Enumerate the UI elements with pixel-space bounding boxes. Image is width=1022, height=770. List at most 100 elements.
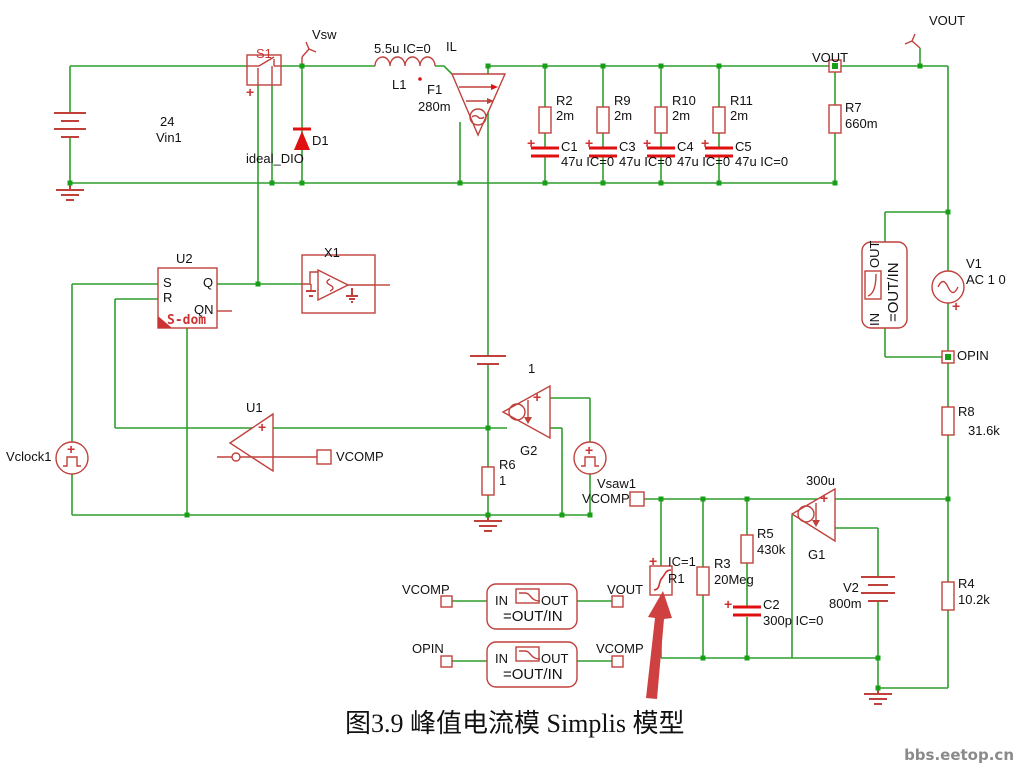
v1-name: V1 bbox=[966, 256, 982, 271]
junction-nodes bbox=[67, 63, 951, 691]
blockA-formula: =OUT/IN bbox=[503, 608, 563, 625]
r1-name: R1 bbox=[668, 571, 685, 586]
terminal-vcomp-u1 bbox=[316, 449, 332, 465]
r2-value: 2m bbox=[556, 108, 575, 123]
blockA-in: IN bbox=[495, 593, 508, 608]
u1-plus: + bbox=[258, 419, 267, 435]
capacitor-c4 bbox=[647, 146, 675, 158]
c5-name: C5 bbox=[735, 139, 752, 154]
terminal-blockA-left bbox=[440, 595, 453, 608]
capacitor-c2 bbox=[733, 605, 761, 617]
inductor-l1 bbox=[374, 56, 436, 81]
f1-value: 280m bbox=[418, 99, 451, 114]
blockA-left-label: VCOMP bbox=[402, 582, 450, 597]
s1-plus: + bbox=[246, 84, 255, 100]
u2-name: U2 bbox=[176, 251, 193, 266]
v2-name: V2 bbox=[843, 580, 859, 595]
vout-top-label: VOUT bbox=[929, 13, 966, 28]
figure-caption: 图3.9 峰值电流模 Simplis 模型 bbox=[345, 709, 685, 738]
blockB-out: OUT bbox=[541, 651, 569, 666]
c2-value: 300p IC=0 bbox=[763, 613, 824, 628]
resistor-r7 bbox=[828, 104, 842, 134]
vout-node-label: VOUT bbox=[812, 50, 849, 65]
r8-value: 31.6k bbox=[968, 423, 1000, 438]
vclock1-plus: + bbox=[67, 441, 76, 457]
capacitor-c1 bbox=[531, 146, 559, 158]
terminal-blockA-right bbox=[611, 595, 624, 608]
r2-name: R2 bbox=[556, 93, 573, 108]
block-right-formula: =OUT/IN bbox=[885, 262, 902, 322]
opin-label: OPIN bbox=[957, 348, 989, 363]
terminal-vcomp-mid bbox=[629, 491, 645, 507]
battery-vin1 bbox=[54, 112, 86, 138]
vsaw1-plus: + bbox=[585, 442, 594, 458]
u2-model: S-dom bbox=[167, 313, 207, 328]
r11-name: R11 bbox=[730, 93, 753, 108]
x1-name: X1 bbox=[324, 245, 340, 260]
vsw-probe-icon bbox=[301, 41, 317, 66]
f1-name: F1 bbox=[427, 82, 443, 97]
vcomp-u1-label: VCOMP bbox=[336, 449, 384, 464]
source-v1 bbox=[931, 270, 965, 304]
block-right-in: IN bbox=[867, 313, 882, 326]
ground-left-icon bbox=[56, 183, 84, 201]
c2-plus: + bbox=[724, 596, 733, 612]
r1-ic: IC=1 bbox=[668, 554, 696, 569]
wires bbox=[69, 48, 949, 689]
comparator-u1 bbox=[217, 412, 332, 473]
r7-value: 660m bbox=[845, 116, 878, 131]
blockB-right-label: VCOMP bbox=[596, 641, 644, 656]
c1-plus: + bbox=[527, 135, 536, 151]
g1-value: 300u bbox=[806, 473, 835, 488]
r8-name: R8 bbox=[958, 404, 975, 419]
v1-plus: + bbox=[952, 298, 961, 314]
u1-name: U1 bbox=[246, 400, 263, 415]
c3-plus: + bbox=[585, 135, 594, 151]
terminal-blockB-left bbox=[440, 655, 453, 668]
c2-name: C2 bbox=[763, 597, 780, 612]
vout-top-probe-icon bbox=[904, 33, 921, 49]
vin1-name: Vin1 bbox=[156, 130, 182, 145]
u2-pin-s: S bbox=[163, 275, 172, 290]
blockA-out: OUT bbox=[541, 593, 569, 608]
r10-name: R10 bbox=[672, 93, 696, 108]
r3-name: R3 bbox=[714, 556, 731, 571]
c4-plus: + bbox=[643, 135, 652, 151]
blockB-left-label: OPIN bbox=[412, 641, 444, 656]
resistor-r11 bbox=[712, 106, 726, 134]
c4-name: C4 bbox=[677, 139, 694, 154]
vsaw1-name: Vsaw1 bbox=[597, 476, 637, 491]
subcircuit-x1 bbox=[301, 254, 390, 314]
capacitor-c5 bbox=[705, 146, 733, 158]
diode-d1 bbox=[293, 127, 311, 150]
blockB-in: IN bbox=[495, 651, 508, 666]
vcomp-mid-label: VCOMP bbox=[582, 491, 630, 506]
resistor-r6 bbox=[481, 466, 495, 496]
c3-name: C3 bbox=[619, 139, 636, 154]
transfer-block-right bbox=[861, 241, 908, 329]
r6-name: R6 bbox=[499, 457, 516, 472]
g2-plus: + bbox=[533, 389, 542, 405]
current-sensor-f1 bbox=[450, 73, 507, 137]
c1-value: 47u IC=0 bbox=[561, 154, 615, 169]
battery-1 bbox=[470, 355, 506, 365]
blockA-right-label: VOUT bbox=[607, 582, 644, 597]
d1-name: D1 bbox=[312, 133, 329, 148]
source-vclock1 bbox=[55, 441, 89, 475]
r9-name: R9 bbox=[614, 93, 631, 108]
watermark: bbs.eetop.cn bbox=[904, 746, 1014, 764]
r9-value: 2m bbox=[614, 108, 633, 123]
u2-pin-q: Q bbox=[203, 275, 214, 290]
resistor-r5 bbox=[740, 534, 754, 564]
v2-value: 800m bbox=[829, 596, 862, 611]
r5-name: R5 bbox=[757, 526, 774, 541]
terminal-blockB-right bbox=[611, 655, 624, 668]
r4-name: R4 bbox=[958, 576, 975, 591]
resistor-r9 bbox=[596, 106, 610, 134]
resistor-r4 bbox=[941, 581, 955, 611]
r4-value: 10.2k bbox=[958, 592, 990, 607]
g2-name: G2 bbox=[520, 443, 538, 458]
vin1-value: 24 bbox=[160, 114, 175, 129]
